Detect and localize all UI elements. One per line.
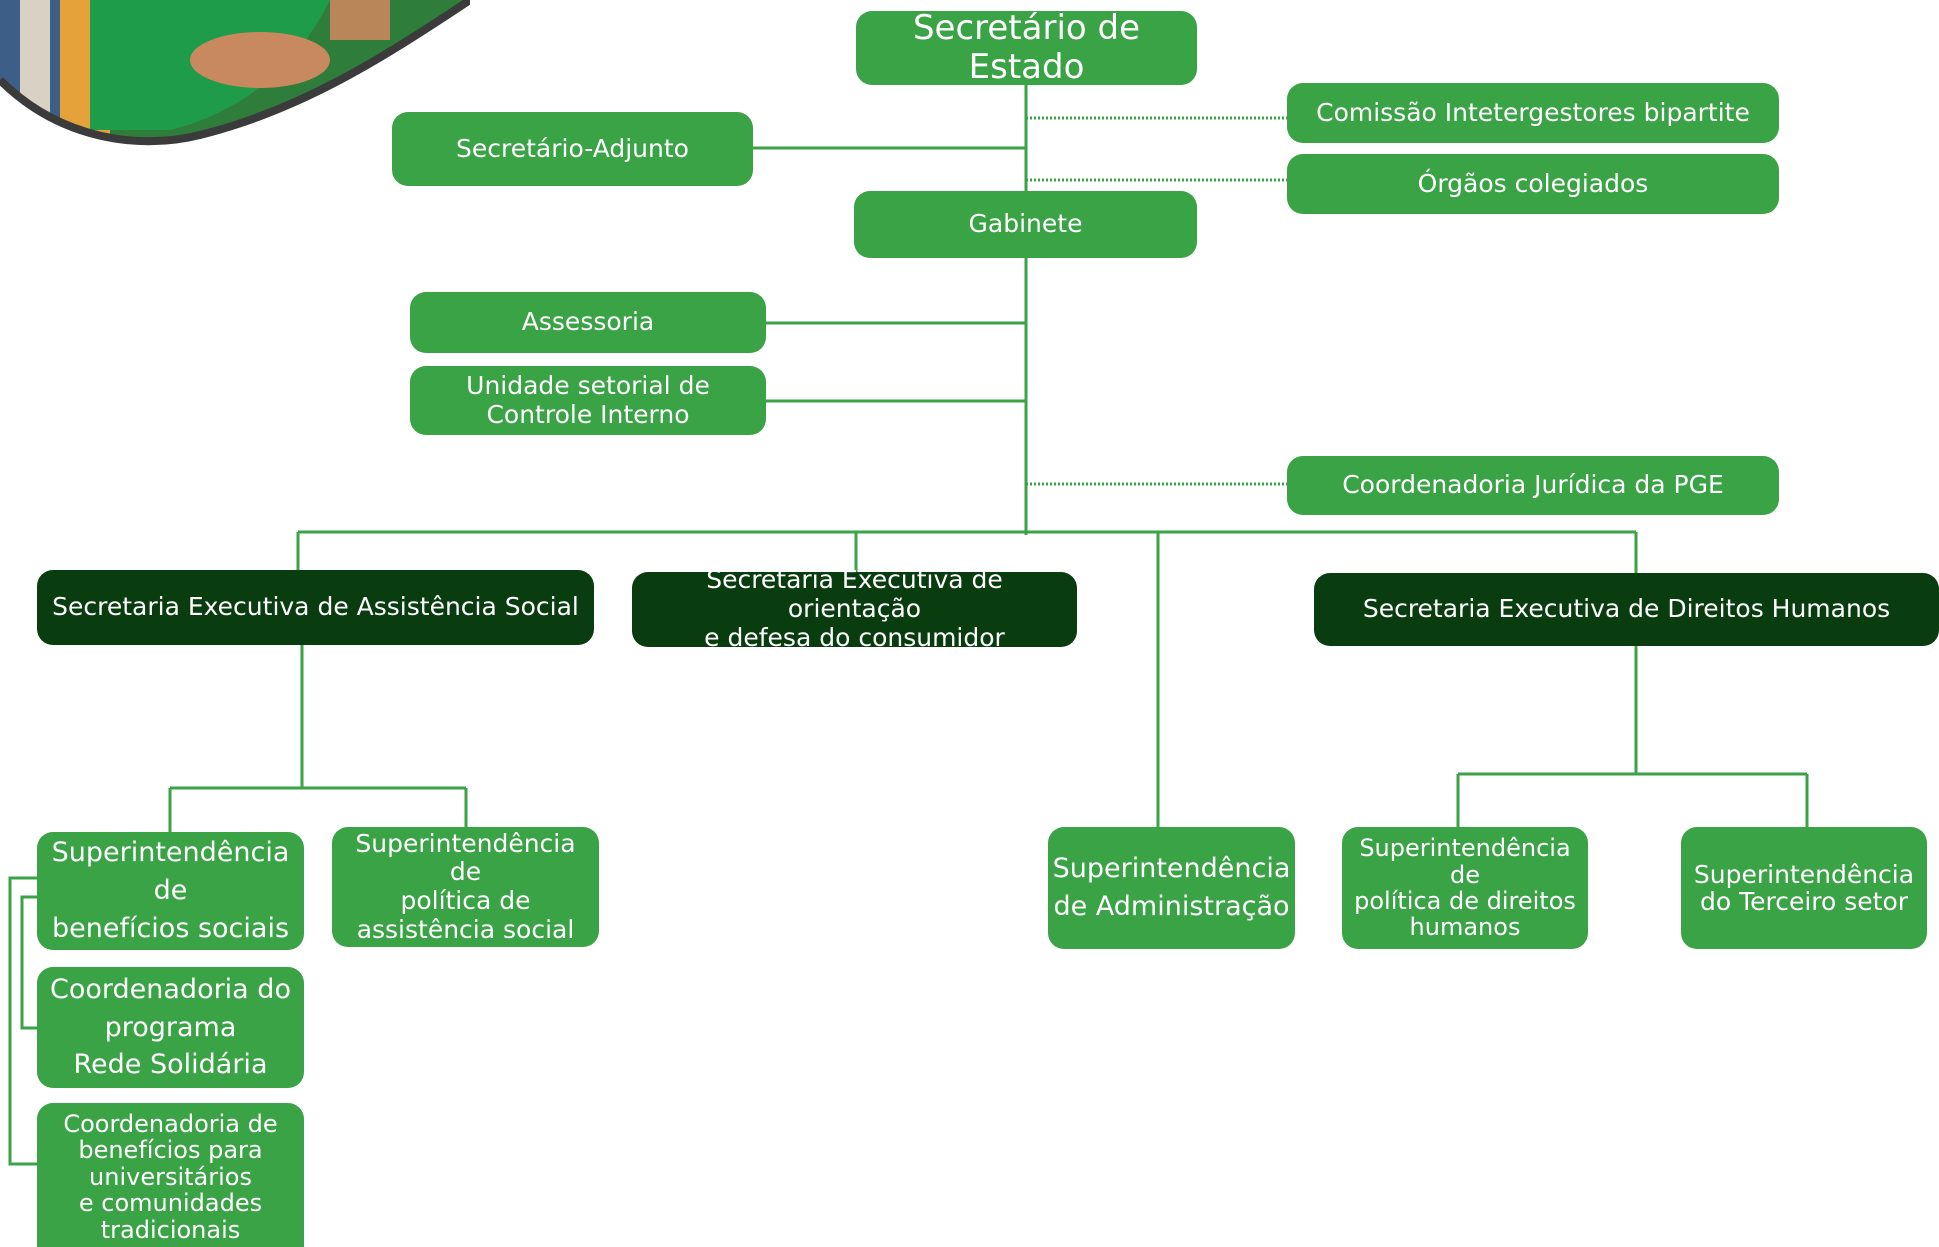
node-coordenadoria-juridica-pge: Coordenadoria Jurídica da PGE — [1287, 456, 1779, 515]
node-comissao-intergestores: Comissão Intetergestores bipartite — [1287, 83, 1779, 143]
node-assessoria: Assessoria — [410, 292, 766, 353]
node-secretario-adjunto: Secretário-Adjunto — [392, 112, 753, 186]
node-secretaria-direitos-humanos: Secretaria Executiva de Direitos Humanos — [1314, 573, 1939, 646]
node-superintendencia-politica-direitos: Superintendência de política de direitos… — [1342, 827, 1588, 949]
node-superintendencia-terceiro-setor: Superintendência do Terceiro setor — [1681, 827, 1927, 949]
node-gabinete: Gabinete — [854, 191, 1197, 258]
node-secretaria-consumidor: Secretaria Executiva de orientação e def… — [632, 566, 1077, 652]
node-superintendencia-administracao: Superintendência de Administração — [1048, 827, 1295, 949]
node-coordenadoria-universitarios: Coordenadoria de benefícios para univers… — [37, 1103, 304, 1247]
node-superintendencia-beneficios-sociais: Superintendência de benefícios sociais — [37, 832, 304, 950]
node-unidade-controle-interno: Unidade setorial de Controle Interno — [410, 366, 766, 435]
node-coordenadoria-rede-solidaria: Coordenadoria do programa Rede Solidária — [37, 967, 304, 1088]
header-photo — [0, 0, 470, 146]
node-secretario-de-estado: Secretário de Estado — [856, 8, 1197, 87]
node-orgaos-colegiados: Órgãos colegiados — [1287, 154, 1779, 214]
node-superintendencia-politica-assistencia: Superintendência de política de assistên… — [332, 827, 599, 947]
node-secretaria-assistencia-social: Secretaria Executiva de Assistência Soci… — [37, 570, 594, 645]
